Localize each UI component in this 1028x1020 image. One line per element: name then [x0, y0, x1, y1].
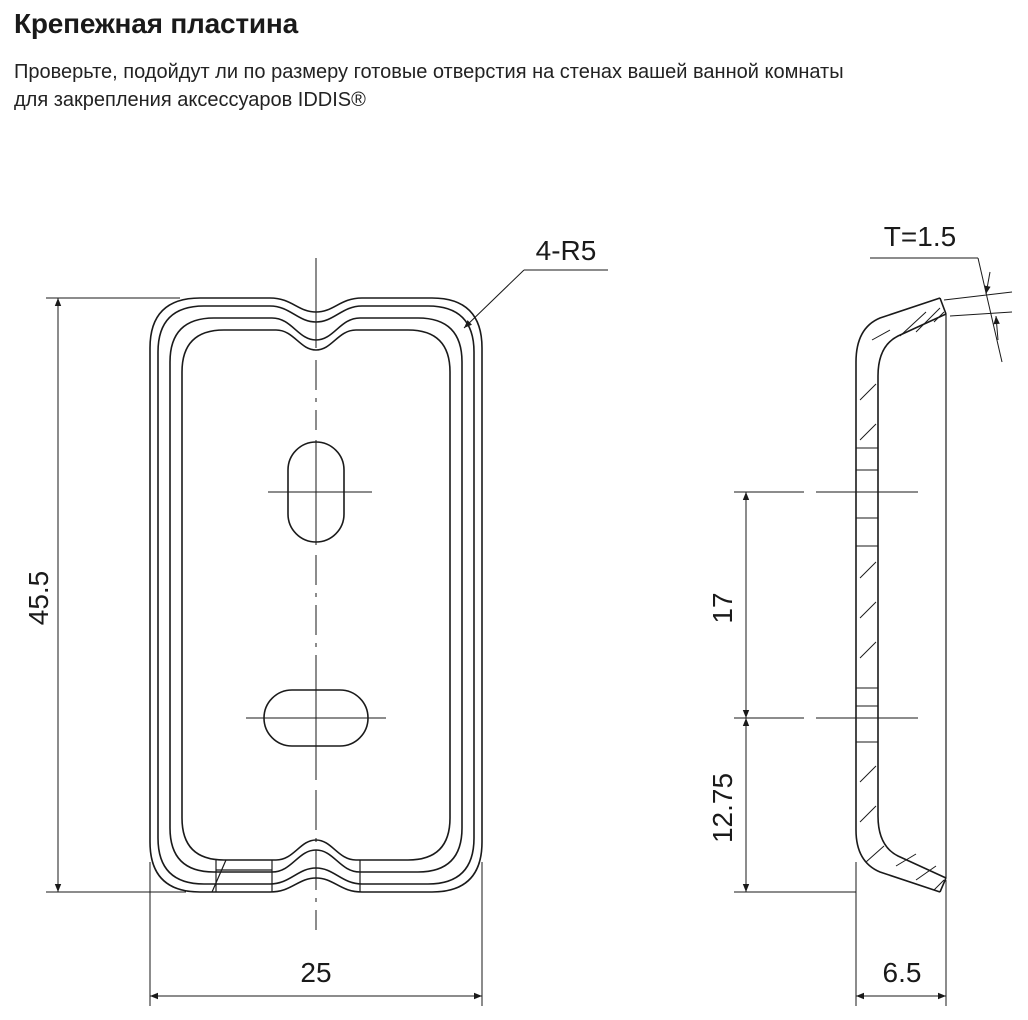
side-inner-profile — [877, 313, 947, 879]
horizontal-slot-hole — [263, 689, 369, 747]
side-dimensions — [734, 257, 1013, 1006]
thickness-dimension-line — [977, 257, 1003, 363]
vertical-slot-hole — [287, 441, 345, 543]
side-view — [855, 297, 947, 893]
front-center-lines — [246, 258, 386, 930]
description-line-1: Проверьте, подойдут ли по размеру готовы… — [14, 61, 844, 83]
radius-leader-line — [463, 269, 525, 329]
side-bottom-tip — [939, 877, 947, 893]
side-top-tip — [939, 297, 947, 315]
front-view — [149, 297, 483, 893]
page-title: Крепежная пластина — [14, 8, 298, 39]
width-label: 25 — [300, 957, 331, 988]
plate-outer-contour — [149, 297, 483, 893]
side-outer-profile — [855, 297, 941, 893]
page-description: Проверьте, подойдут ли по размеру готовы… — [14, 58, 1014, 114]
hole-spacing-label: 17 — [707, 592, 738, 623]
bottom-offset-label: 12.75 — [707, 773, 738, 843]
corner-radius-label: 4-R5 — [536, 235, 597, 266]
plate-flat-panel — [181, 329, 451, 861]
front-dimensions — [46, 269, 608, 1006]
plate-inner-contour — [169, 317, 463, 873]
depth-label: 6.5 — [883, 957, 922, 988]
bottom-flange-detail — [211, 859, 361, 893]
side-section-hatch — [856, 307, 945, 891]
description-line-2: для закрепления аксессуаров IDDIS® — [14, 89, 366, 111]
height-label: 45.5 — [23, 571, 54, 626]
plate-bend-contour — [157, 305, 475, 885]
side-center-lines — [734, 491, 918, 719]
thickness-label: T=1.5 — [884, 221, 956, 252]
